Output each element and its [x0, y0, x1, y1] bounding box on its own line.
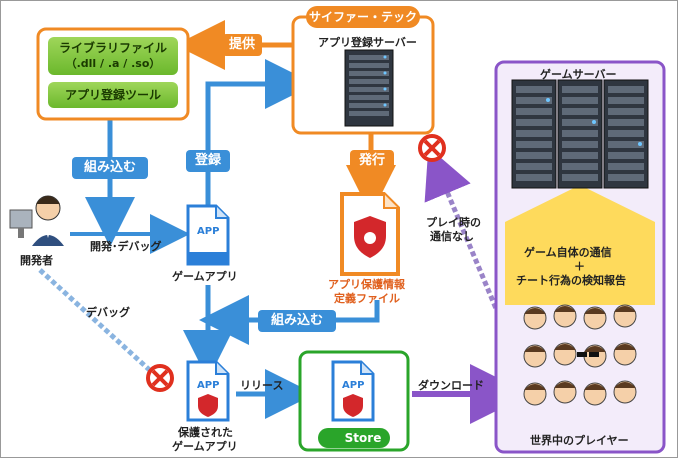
game-server-racks [511, 79, 649, 189]
comm-pentagon [505, 185, 655, 305]
library-file-ext: （.dll / .a / .so） [65, 57, 161, 70]
embed-label: 組み込む [72, 157, 148, 179]
no-comm-label-2: 通信なし [430, 230, 474, 243]
game-server-title: ゲームサーバー [540, 68, 617, 81]
protected-app-label-2: ゲームアプリ [172, 440, 238, 453]
game-app-label: ゲームアプリ [172, 270, 238, 283]
developer-icon [9, 195, 64, 246]
debug-label: デバッグ [86, 306, 130, 319]
prohibit-icon-bottom [146, 364, 174, 392]
game-app-icon-text: APP [197, 226, 220, 237]
prohibit-icon-top [418, 134, 446, 162]
library-file-title: ライブラリファイル [58, 41, 167, 55]
protected-app-doc-icon [186, 360, 230, 422]
comm-label-1: ゲーム自体の通信 [524, 246, 612, 259]
definition-file-icon [340, 192, 400, 276]
vendor-tag: サイファー・テック [306, 6, 420, 28]
register-label: 登録 [186, 150, 230, 172]
issue-label: 発行 [350, 150, 394, 172]
definition-file-label-1: アプリ保護情報 [328, 278, 405, 291]
comm-label-plus: ＋ [574, 260, 585, 273]
store-app-doc-icon [331, 360, 375, 422]
debug-dashed-line [38, 268, 157, 377]
protected-app-icon-text: APP [197, 380, 220, 391]
reg-server-rack [344, 49, 394, 127]
no-comm-label-1: プレイ時の [426, 216, 481, 229]
players-illustration [523, 304, 637, 406]
developer-label: 開発者 [20, 254, 53, 267]
reg-server-title: アプリ登録サーバー [318, 36, 417, 49]
no-comm-dashed-line [424, 146, 508, 331]
protected-app-label-1: 保護された [178, 426, 233, 439]
embed2-label: 組み込む [258, 310, 336, 332]
release-label: リリース [240, 379, 284, 392]
game-app-doc-icon [186, 204, 230, 266]
download-label: ダウンロード [418, 379, 484, 392]
dev-debug-label: 開発･デバッグ [90, 240, 162, 253]
definition-file-label-2: 定義ファイル [334, 292, 400, 305]
registration-tool-button: アプリ登録ツール [48, 82, 178, 108]
library-file-button: ライブラリファイル （.dll / .a / .so） [48, 37, 178, 75]
store-label-text: Store [344, 431, 382, 445]
provide-label: 提供 [222, 34, 262, 56]
store-app-icon-text: APP [342, 380, 365, 391]
register-arrow [205, 59, 315, 205]
comm-label-2: チート行為の検知報告 [516, 274, 626, 287]
store-label: Store [318, 428, 390, 448]
players-label: 世界中のプレイヤー [530, 434, 629, 447]
